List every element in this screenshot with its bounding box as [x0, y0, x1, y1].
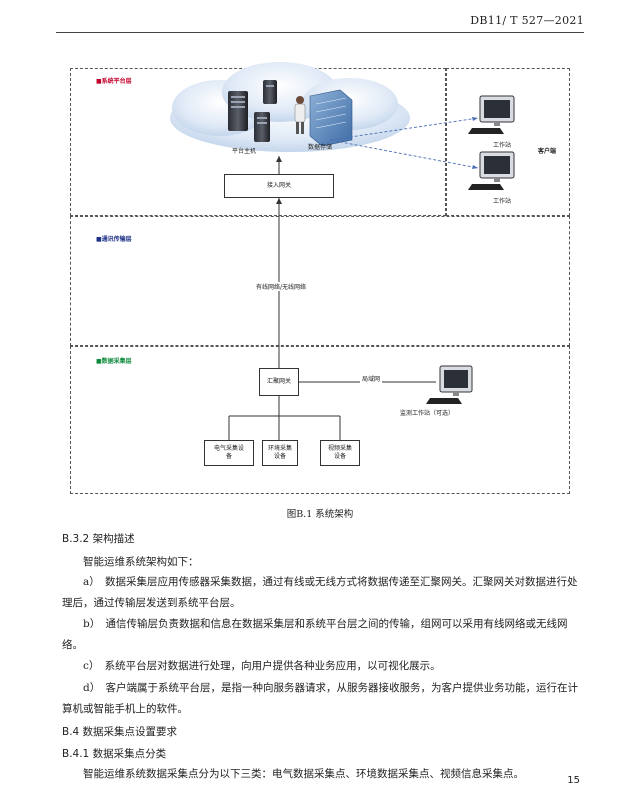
host-server-icon: [228, 80, 277, 142]
paragraph-a: a） 数据采集层应用传感器采集数据，通过有线或无线方式将数据传递至汇聚网关。汇聚…: [62, 576, 578, 609]
transport-layer-title: ■通讯传输层: [96, 236, 132, 243]
workstation-1-icon: [468, 95, 515, 134]
cloud-icon: [170, 62, 410, 152]
environment-device-box: 环境采集设备: [262, 440, 298, 466]
acquisition-layer-box: [70, 346, 570, 494]
monitor-station-label: 监测工作站（可选）: [400, 410, 455, 417]
access-gateway-box: 接入网关: [224, 174, 334, 198]
standard-number: DB11/ T 527—2021: [470, 14, 584, 27]
aggregation-gateway-box: 汇聚网关: [259, 368, 299, 396]
paragraph-c: c） 系统平台层对数据进行处理，向用户提供各种业务应用，以可视化展示。: [83, 660, 441, 672]
figure-diagram-lines: [170, 62, 515, 440]
paragraph-intro: 智能运维系统架构如下：: [83, 556, 199, 568]
lan-label: 局域网: [360, 374, 383, 383]
section-heading-b32: B.3.2 架构描述: [62, 533, 135, 545]
section-heading-b41: B.4.1 数据采集点分类: [62, 748, 167, 760]
storage-rack-icon: [294, 89, 353, 147]
paragraph-d: d） 客户端属于系统平台层，是指一种向服务器请求，从服务器接收服务，为客户提供业…: [62, 682, 578, 715]
environment-device-label: 环境采集设备: [267, 445, 292, 460]
electrical-device-label: 电气采集设备: [214, 445, 245, 460]
paragraph-b: b） 通信传输层负责数据和信息在数据采集层和系统平台层之间的传输，组网可以采用有…: [62, 618, 568, 651]
aggregation-gateway-label: 汇聚网关: [266, 378, 291, 385]
monitor-station-icon: [426, 365, 473, 404]
electrical-device-box: 电气采集设备: [204, 440, 254, 466]
data-storage-label: 数据存储: [308, 144, 333, 151]
video-device-box: 视频采集设备: [320, 440, 360, 466]
client-label: 客户端: [538, 148, 557, 155]
paragraph-classification: 智能运维系统数据采集点分为以下三类：电气数据采集点、环境数据采集点、视频信息采集…: [83, 768, 524, 780]
figure-caption: 图B.1 系统架构: [286, 509, 354, 520]
section-heading-b4: B.4 数据采集点设置要求: [62, 726, 178, 738]
transport-layer-box: [70, 216, 570, 346]
acquisition-layer-title: ■数据采集层: [96, 358, 132, 365]
video-device-label: 视频采集设备: [327, 445, 352, 460]
transport-mode-label: 有线网络/无线网络: [254, 282, 309, 291]
workstation-2-icon: [468, 151, 515, 190]
platform-layer-title: ■系统平台层: [96, 78, 132, 85]
access-gateway-label: 接入网关: [266, 182, 291, 189]
workstation-2-label: 工作站: [493, 198, 512, 205]
header-rule: [56, 32, 584, 33]
platform-host-label: 平台主机: [232, 148, 257, 155]
client-area-box: [446, 68, 570, 216]
workstation-1-label: 工作站: [493, 142, 512, 149]
page-number: 15: [567, 775, 580, 786]
